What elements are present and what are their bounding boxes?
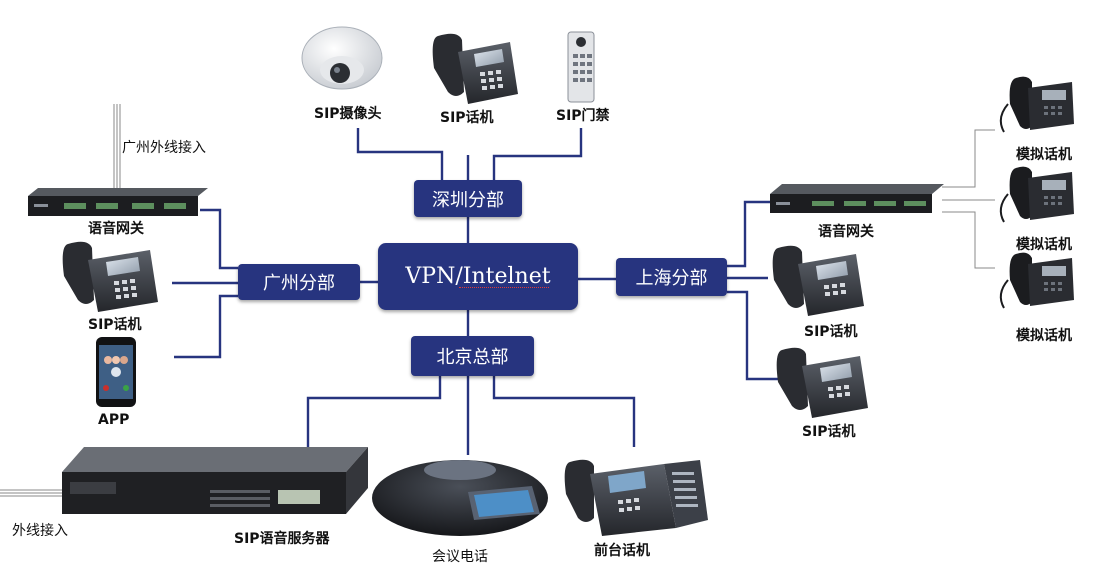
label-sh-phone2: SIP话机 (802, 424, 856, 440)
label-sz-phone: SIP话机 (440, 110, 494, 126)
label-gz-app: APP (98, 412, 130, 428)
branch-shenzhen: 深圳分部 (414, 180, 522, 217)
analog-phone3-icon (999, 252, 1074, 309)
reception-phone-icon (564, 459, 708, 536)
label-sz-door: SIP门禁 (556, 108, 610, 124)
vpn-hub-label: VPN/Intelnet (405, 264, 551, 289)
label-bj-trunk: 外线接入 (12, 523, 68, 539)
label-gz-phone: SIP话机 (88, 317, 142, 333)
gz-sip-phone-icon (62, 241, 158, 312)
sip-door-icon (567, 31, 595, 103)
label-bj-conference: 会议电话 (432, 549, 488, 565)
branch-guangzhou: 广州分部 (238, 264, 360, 300)
label-sh-analog3: 模拟话机 (1016, 328, 1072, 344)
label-sh-phone1: SIP话机 (804, 324, 858, 340)
conference-phone-icon (372, 460, 548, 536)
sh-sip-phone2-icon (776, 347, 868, 418)
label-bj-server: SIP语音服务器 (234, 531, 330, 547)
label-sh-analog1: 模拟话机 (1016, 147, 1072, 163)
analog-phone2-icon (999, 166, 1074, 223)
vpn-hub: VPN/Intelnet (378, 243, 578, 310)
gz-gateway-icon (28, 188, 208, 216)
sh-sip-phone1-icon (772, 245, 864, 316)
label-sh-gateway: 语音网关 (818, 224, 874, 240)
sip-server-icon (62, 447, 368, 514)
link-sh-phone2 (727, 290, 796, 381)
branch-shanghai: 上海分部 (616, 258, 727, 296)
app-smartphone-icon (96, 337, 136, 407)
link-sh-analog1 (942, 129, 995, 188)
sz-sip-phone-icon (432, 33, 518, 104)
connection-lines (172, 128, 796, 455)
link-bj-server (306, 376, 442, 447)
branch-beijing: 北京总部 (411, 336, 534, 376)
analog-phone1-icon (999, 76, 1074, 133)
link-gz-gateway (200, 208, 238, 270)
trunk-lines (0, 104, 995, 497)
link-sh-analog3 (942, 211, 995, 269)
sh-gateway-icon (770, 184, 944, 213)
link-sz-camera (356, 128, 444, 180)
link-sz-door (492, 128, 583, 180)
link-bj-reception (492, 376, 636, 447)
label-gz-gateway: 语音网关 (88, 221, 144, 237)
link-sh-gateway (727, 200, 770, 268)
label-bj-reception: 前台话机 (594, 543, 650, 559)
label-sh-analog2: 模拟话机 (1016, 237, 1072, 253)
sip-camera-icon (301, 26, 383, 90)
link-gz-app (174, 294, 238, 359)
label-sz-camera: SIP摄像头 (314, 106, 382, 122)
label-gz-trunk: 广州外线接入 (122, 140, 206, 156)
